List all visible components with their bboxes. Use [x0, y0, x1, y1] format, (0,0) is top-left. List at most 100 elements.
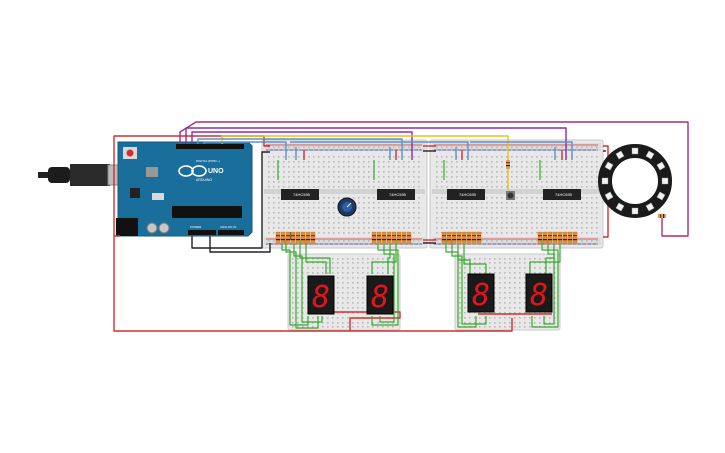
resistor — [461, 231, 467, 245]
resistor — [451, 231, 457, 245]
segment-digit: 8 — [371, 280, 389, 315]
arduino-uno-board[interactable]: UNO ARDUINO DIGITAL (PWM ~) POWER ANALOG… — [38, 141, 253, 237]
resistor — [547, 231, 553, 245]
resistor — [280, 231, 286, 245]
resistor — [285, 231, 291, 245]
wire-layer — [113, 121, 689, 332]
ring-led — [601, 177, 609, 185]
resistor — [406, 231, 412, 245]
resistor — [371, 231, 377, 245]
chip-label: 74HC595 — [555, 192, 573, 197]
wire-green-d2c — [387, 240, 391, 274]
ring-led — [645, 202, 655, 212]
crystal — [146, 167, 158, 177]
wire-purple-1 — [185, 127, 567, 160]
resistor-bank — [537, 231, 578, 245]
wire-green-d1b — [285, 240, 319, 329]
chip-label: 74HC595 — [293, 192, 311, 197]
ring-led — [615, 202, 625, 212]
segment-digit: 8 — [312, 280, 330, 315]
oscillator — [152, 193, 164, 200]
resistor — [557, 231, 563, 245]
ring-led — [645, 150, 655, 160]
resistor-bank — [275, 231, 316, 245]
seven-segment-display[interactable]: 8 — [366, 275, 394, 315]
ring-led — [631, 207, 639, 215]
shift-register-chip[interactable]: 74HC595 — [281, 189, 319, 200]
resistor — [386, 231, 392, 245]
usb-connector — [70, 164, 110, 186]
power-jack — [116, 218, 138, 236]
resistor — [456, 231, 462, 245]
resistor — [476, 231, 482, 245]
wire-green-d4b — [543, 240, 555, 325]
resistor — [310, 231, 316, 245]
resistor — [401, 231, 407, 245]
wire-blue-2 — [203, 141, 287, 160]
capacitor — [158, 222, 170, 234]
analog-header-label: ANALOG IN — [220, 225, 236, 229]
resistor — [295, 231, 301, 245]
wire-green-d3b — [451, 240, 487, 325]
shift-register-group: 74HC595 74HC595 74HC595 74HC595 — [281, 189, 581, 200]
push-button[interactable] — [506, 191, 515, 200]
wire-black-gnd-2 — [209, 236, 271, 253]
shift-register-chip[interactable]: 74HC595 — [543, 189, 581, 200]
shift-register-chip[interactable]: 74HC595 — [447, 189, 485, 200]
ring-led — [604, 191, 614, 201]
wire-green-d4c — [545, 240, 555, 274]
power-header-label: POWER — [190, 225, 202, 229]
wire-green-d2 — [371, 240, 399, 326]
resistor — [446, 231, 452, 245]
ring-led — [631, 147, 639, 155]
resistor — [562, 231, 568, 245]
power-header — [188, 230, 216, 235]
reset-button — [126, 149, 134, 157]
potentiometer[interactable] — [337, 197, 357, 217]
resistor — [466, 231, 472, 245]
resistor — [572, 231, 578, 245]
resistor-bank — [441, 231, 482, 245]
usb-cable — [48, 167, 70, 183]
resistor — [376, 231, 382, 245]
button-resistor — [506, 160, 510, 169]
infinity-logo-icon — [178, 165, 207, 177]
ring-led — [661, 177, 669, 185]
resistor — [567, 231, 573, 245]
wire-black-gnd — [191, 151, 270, 249]
resistor — [275, 231, 281, 245]
voltage-regulator — [130, 188, 140, 198]
shift-register-chip[interactable]: 74HC595 — [377, 189, 415, 200]
wire-green-d1 — [281, 238, 309, 326]
resistor — [391, 231, 397, 245]
wire-blue-3 — [290, 141, 469, 160]
seven-segment-display[interactable]: 8 — [467, 273, 495, 313]
resistor — [441, 231, 447, 245]
board-brand-label: ARDUINO — [196, 178, 212, 182]
chip-label: 74HC595 — [459, 192, 477, 197]
seven-segment-display[interactable]: 8 — [525, 273, 553, 313]
atmega-chip — [172, 206, 242, 218]
ring-resistor — [658, 214, 666, 218]
resistor — [300, 231, 306, 245]
resistor — [552, 231, 558, 245]
ring-led — [615, 150, 625, 160]
wire-green-d3d — [463, 240, 487, 274]
digital-header-label: DIGITAL (PWM ~) — [196, 159, 220, 163]
analog-header — [218, 230, 244, 235]
wire-green-d3 — [445, 240, 477, 328]
ring-led — [656, 161, 666, 171]
seven-segment-display[interactable]: 8 — [307, 275, 335, 315]
resistor — [305, 231, 311, 245]
wire-green-d1e — [305, 240, 327, 274]
resistor-bank — [371, 231, 412, 245]
wire-red-rail — [118, 135, 270, 147]
wire-blue-4 — [470, 141, 573, 160]
neopixel-ring[interactable] — [598, 144, 672, 218]
resistor — [471, 231, 477, 245]
resistor — [381, 231, 387, 245]
resistor — [542, 231, 548, 245]
ring-led — [656, 191, 666, 201]
